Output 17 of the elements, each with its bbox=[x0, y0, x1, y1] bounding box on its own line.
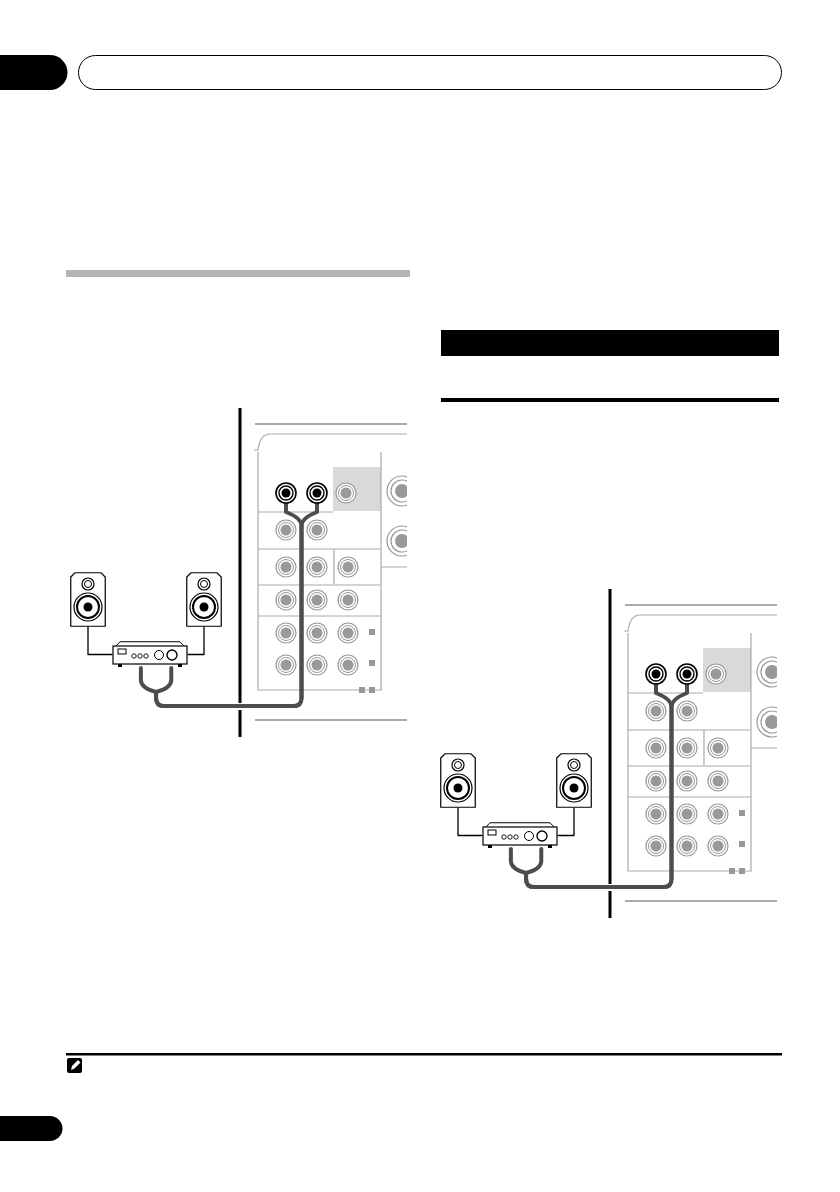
heading-bar bbox=[441, 330, 779, 356]
speaker-wire bbox=[87, 626, 113, 656]
audio-cable bbox=[524, 683, 689, 889]
speaker-wire bbox=[557, 807, 575, 837]
speaker-wire bbox=[457, 807, 483, 837]
speaker-icon bbox=[440, 753, 476, 808]
audio-jack-icon bbox=[645, 663, 667, 685]
amplifier-icon bbox=[482, 822, 558, 849]
speaker-icon bbox=[186, 572, 222, 627]
audio-cable bbox=[154, 502, 319, 708]
audio-jack-icon bbox=[676, 663, 698, 685]
amplifier-icon bbox=[112, 641, 188, 668]
speaker-wire bbox=[187, 626, 205, 656]
speaker-icon bbox=[556, 753, 592, 808]
speaker-icon bbox=[70, 572, 106, 627]
audio-jack-icon bbox=[306, 482, 328, 504]
audio-jack-icon bbox=[275, 482, 297, 504]
